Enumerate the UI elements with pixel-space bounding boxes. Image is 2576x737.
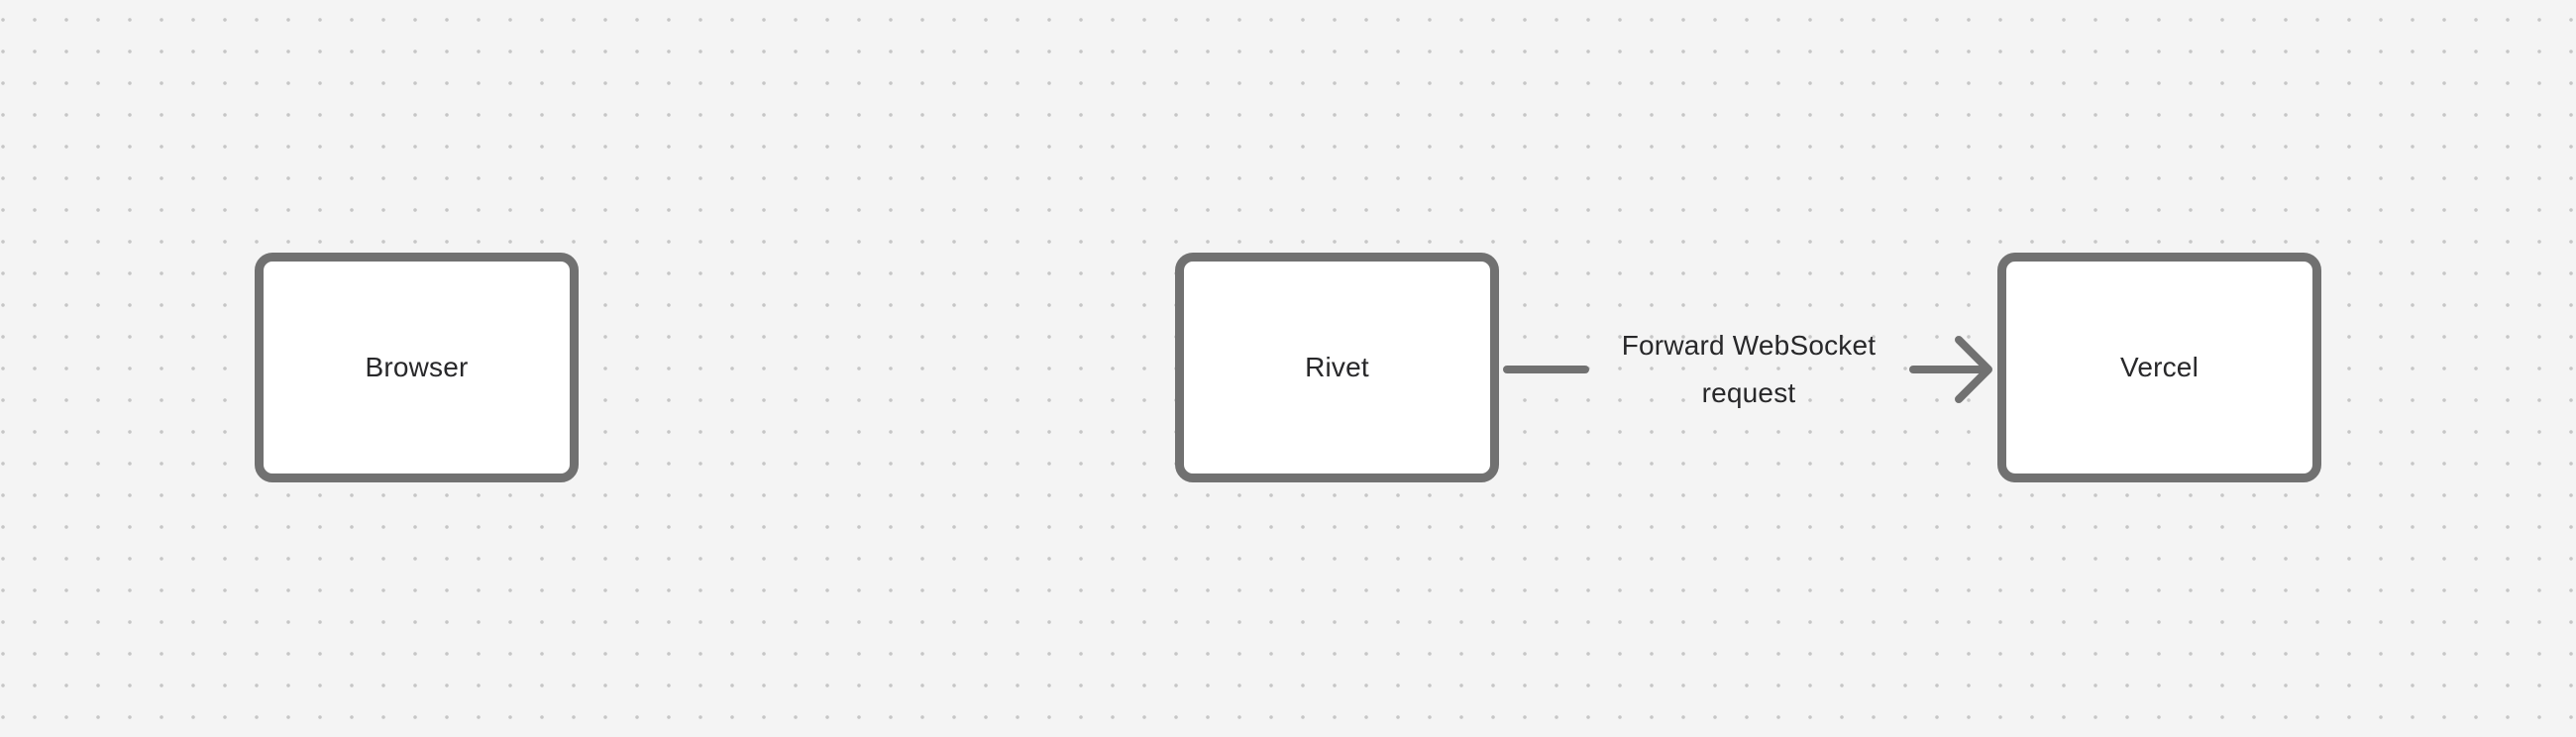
node-rivet-label: Rivet <box>1305 352 1369 382</box>
node-vercel-label: Vercel <box>2119 352 2200 382</box>
node-browser[interactable]: Browser <box>255 253 579 482</box>
arrowhead-icon <box>1955 336 1992 403</box>
node-browser-label: Browser <box>365 352 469 382</box>
arrow-label[interactable]: Forward WebSocket request <box>1621 330 1877 408</box>
node-vercel[interactable]: Vercel <box>1997 253 2321 482</box>
node-rivet[interactable]: Rivet <box>1175 253 1499 482</box>
